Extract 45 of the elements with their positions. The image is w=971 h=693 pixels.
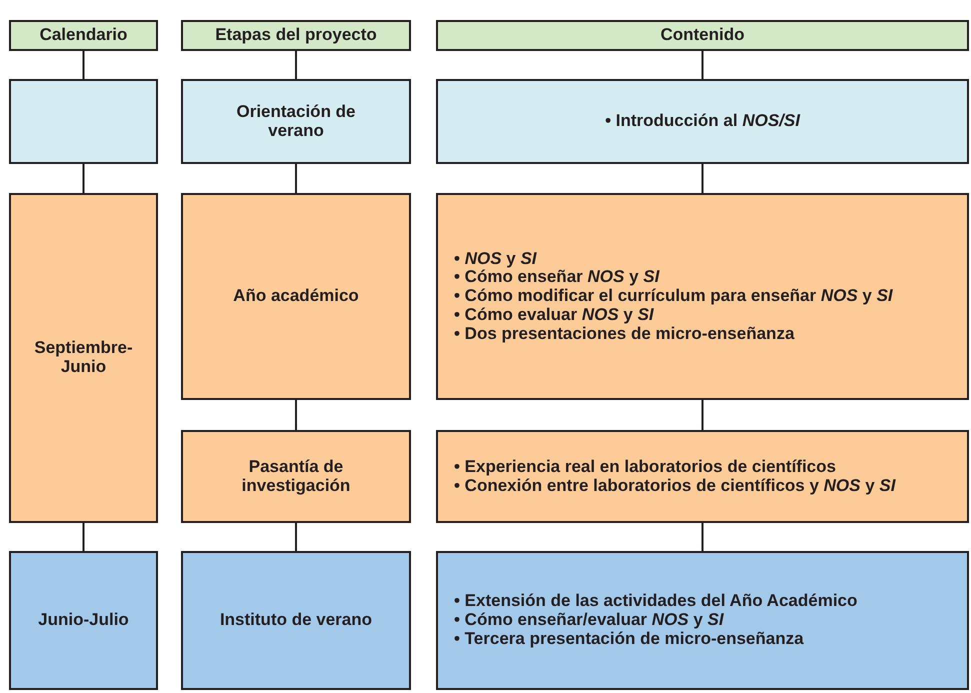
stage-box [436,430,969,523]
connector-line [295,523,297,551]
bullet-item: • Extensión de las actividades del Año Académico [454,592,858,612]
stage-box [181,430,411,523]
column-header [181,20,411,51]
stage-box [436,79,969,164]
column-header [9,20,158,51]
stage-label: Año académico [233,287,359,306]
header-text: Calendario [40,26,128,45]
stage-label: Septiembre-Junio [34,339,133,377]
bullet-item: • Cómo enseñar NOS y SI [454,268,660,288]
bullet-item: • Cómo evaluar NOS y SI [454,306,654,325]
stage-label: Junio-Julio [38,611,129,630]
bullet-item: • Cómo enseñar/evaluar NOS y SI [454,611,724,630]
stage-label: • Introducción al NOS/SI [605,112,800,131]
header-text: Contenido [660,26,745,45]
stage-label: Orientación de verano [235,102,357,140]
bullet-item: • Experiencia real en laboratorios de científicos [454,458,836,476]
connector-line [82,164,84,193]
stage-box [9,551,158,690]
bullet-item: • NOS y SI [454,250,536,268]
bullet-item: • Cómo modificar el currículum para enseñar NOS y SI [454,287,893,306]
bullet-item: • Dos presentaciones de micro-enseñanza [454,324,794,344]
connector-line [82,51,84,79]
stage-box [181,551,411,690]
connector-line [702,164,704,193]
connector-line [295,164,297,193]
stage-box [436,551,969,690]
connector-line [702,51,704,79]
header-text: Etapas del proyecto [215,26,377,45]
bullet-item: • Conexión entre laboratorios de científicos y NOS y SI [454,476,896,496]
column-header [436,20,969,51]
connector-line [295,51,297,79]
connector-line [82,523,84,551]
stage-box [181,79,411,164]
connector-line [702,400,704,430]
stage-label: Instituto de verano [220,611,372,630]
connector-line [295,400,297,430]
empty-box [9,79,158,164]
stage-box [436,193,969,400]
stage-box [9,193,158,523]
stage-label: Pasantía de investigación [240,458,352,496]
bullet-item: • Tercera presentación de micro-enseñanza [454,630,804,649]
stage-box [181,193,411,400]
connector-line [702,523,704,551]
